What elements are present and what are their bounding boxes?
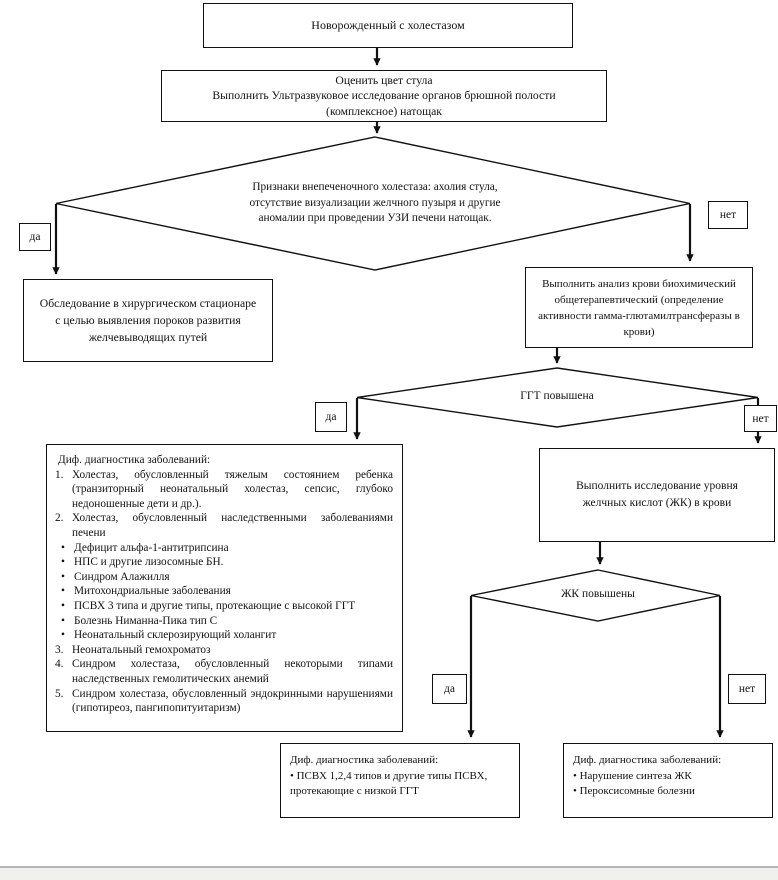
surgery-node: Обследование в хирургическом стационаре …: [23, 279, 273, 362]
list-item-text: Синдром холестаза, обусловленный эндокри…: [72, 687, 393, 715]
diff-high-ggt-title: Диф. диагностика заболеваний:: [58, 454, 211, 466]
list-item-text: ПСВХ 3 типа и другие типы, протекающие с…: [74, 599, 356, 612]
diff-item: 4. Синдром холестаза, обусловленный некот…: [55, 657, 393, 686]
list-item-marker: •: [61, 614, 65, 627]
diff-item: • Нарушение синтеза ЖК: [573, 769, 766, 785]
list-item-text: Нарушение синтеза ЖК: [579, 769, 692, 782]
list-item-marker: •: [61, 629, 65, 642]
assess-node-line: (комплексное) натощак: [326, 104, 442, 118]
start-node: Новорожденный с холестазом: [203, 3, 573, 48]
diff-high-ggt-node: Диф. диагностика заболеваний: 1. Холестаз…: [46, 444, 403, 732]
diff-item: • Синдром Алажилля: [55, 570, 393, 585]
decision3-no-label: нет: [728, 674, 766, 704]
list-item-marker: •: [573, 769, 577, 782]
list-item-marker: 1.: [55, 468, 64, 481]
list-item-text: Холестаз, обусловленный тяжелым состояни…: [72, 468, 393, 510]
list-item-text: Синдром холестаза, обусловленный некотор…: [72, 658, 393, 685]
list-item-marker: •: [61, 599, 65, 612]
diff-item: 1. Холестаз, обусловленный тяжелым состоя…: [55, 468, 393, 512]
list-item-marker: •: [61, 570, 65, 583]
list-item-marker: 4.: [55, 658, 64, 671]
list-item-marker: •: [573, 785, 577, 797]
list-item-marker: 5.: [55, 687, 64, 700]
list-item-marker: •: [290, 769, 294, 782]
diff-item: • НПС и другие лизосомные БН.: [55, 555, 393, 570]
list-item-text: Синдром Алажилля: [74, 570, 170, 583]
list-item-text: Пероксисомные болезни: [579, 785, 695, 797]
list-item-marker: •: [61, 585, 65, 598]
list-item-text: Дефицит альфа-1-антитрипсина: [74, 541, 229, 554]
assess-node-line: Оценить цвет стула: [335, 73, 433, 87]
diff-item: • Пероксисомные болезни: [573, 784, 766, 800]
decision-bile-acids-diamond: [470, 569, 721, 622]
list-item-text: ПСВХ 1,2,4 типов и другие типы ПСВХ, про…: [290, 769, 488, 798]
diff-item: 5. Синдром холестаза, обусловленный эндок…: [55, 687, 393, 716]
decision3-yes-label: да: [432, 674, 467, 704]
footer-bar: [0, 866, 778, 880]
list-item-marker: 3.: [55, 643, 64, 656]
decision2-no-label: нет: [744, 405, 777, 432]
decision1-no-label: нет: [708, 201, 748, 229]
diff-item: • ПСВХ 3 типа и другие типы, протекающие …: [55, 599, 393, 614]
diff-bile-synthesis-title: Диф. диагностика заболеваний:: [573, 754, 722, 766]
list-item-marker: •: [61, 541, 65, 554]
decision2-yes-label: да: [315, 402, 347, 432]
diff-item: 2. Холестаз, обусловленный наследственным…: [55, 511, 393, 540]
list-item-text: Неонатальный гемохроматоз: [72, 643, 211, 656]
diff-item: • Неонатальный склерозирующий холангит: [55, 628, 393, 643]
decision-ggt-diamond: [356, 367, 759, 428]
blood-test-node: Выполнить анализ крови биохимический общ…: [525, 267, 753, 348]
diff-item: 3. Неонатальный гемохроматоз: [55, 643, 393, 658]
decision-bile-acids-text: ЖК повышены: [561, 588, 635, 600]
list-item-text: Митохондриальные заболевания: [74, 585, 231, 598]
diff-item: • Болезнь Ниманна-Пика тип С: [55, 614, 393, 629]
decision-extrahepatic-text: Признаки внепеченочного холестаза: ахоли…: [249, 181, 501, 225]
list-item-marker: •: [61, 556, 65, 569]
diff-low-ggt-node: Диф. диагностика заболеваний: • ПСВХ 1,2…: [280, 743, 520, 818]
list-item-text: НПС и другие лизосомные БН.: [74, 556, 224, 569]
list-item-text: Холестаз, обусловленный наследственными …: [72, 512, 393, 539]
list-item-text: Болезнь Ниманна-Пика тип С: [74, 614, 218, 627]
list-item-text: Неонатальный склерозирующий холангит: [74, 629, 277, 642]
diff-item: • Митохондриальные заболевания: [55, 584, 393, 599]
assess-node: Оценить цвет стула Выполнить Ультразвуко…: [161, 70, 607, 122]
diff-low-ggt-title: Диф. диагностика заболеваний:: [290, 754, 439, 766]
diff-item: • ПСВХ 1,2,4 типов и другие типы ПСВХ, п…: [290, 769, 513, 800]
decision-ggt-text: ГГТ повышена: [520, 390, 594, 402]
start-node-text: Новорожденный с холестазом: [311, 18, 465, 32]
assess-node-line: Выполнить Ультразвуковое исследование ор…: [212, 89, 556, 103]
decision1-yes-label: да: [19, 223, 51, 251]
decision-extrahepatic-diamond: [55, 136, 691, 271]
bile-acids-node: Выполнить исследование уровня желчных ки…: [539, 448, 775, 542]
diff-bile-synthesis-node: Диф. диагностика заболеваний: • Нарушени…: [563, 743, 773, 818]
list-item-marker: 2.: [55, 512, 64, 525]
diff-item: • Дефицит альфа-1-антитрипсина: [55, 541, 393, 556]
